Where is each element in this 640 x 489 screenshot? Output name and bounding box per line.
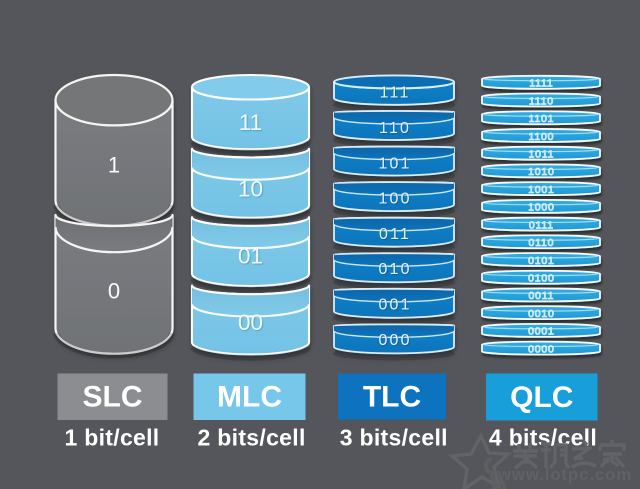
svg-text:0110: 0110 (529, 237, 555, 249)
svg-text:0100: 0100 (528, 273, 555, 285)
svg-text:010: 010 (378, 261, 411, 278)
svg-text:0101: 0101 (528, 255, 555, 267)
svg-text:www.lotpc.com: www.lotpc.com (497, 465, 632, 484)
svg-text:11: 11 (239, 110, 262, 135)
svg-text:111: 111 (380, 85, 411, 102)
svg-text:QLC: QLC (510, 381, 573, 414)
svg-text:4 bits/cell: 4 bits/cell (489, 425, 597, 451)
svg-text:0011: 0011 (529, 290, 555, 302)
svg-text:011: 011 (379, 226, 411, 243)
svg-text:0: 0 (108, 279, 120, 304)
svg-text:2 bits/cell: 2 bits/cell (198, 425, 306, 451)
svg-text:MLC: MLC (217, 381, 282, 414)
svg-text:0010: 0010 (528, 308, 555, 320)
svg-text:10: 10 (238, 177, 263, 202)
svg-text:1110: 1110 (529, 95, 554, 107)
svg-text:1100: 1100 (529, 131, 555, 143)
svg-text:00: 00 (238, 310, 263, 335)
svg-text:001: 001 (378, 297, 411, 314)
svg-text:101: 101 (378, 155, 411, 172)
svg-text:100: 100 (378, 191, 411, 208)
svg-text:1 bit/cell: 1 bit/cell (64, 425, 159, 451)
svg-text:1010: 1010 (528, 166, 555, 178)
svg-text:1011: 1011 (529, 149, 555, 161)
svg-text:SLC: SLC (83, 381, 143, 414)
svg-text:3 bits/cell: 3 bits/cell (340, 425, 448, 451)
svg-text:1001: 1001 (528, 184, 555, 196)
svg-text:1000: 1000 (528, 202, 555, 214)
svg-text:1: 1 (108, 153, 120, 178)
svg-text:01: 01 (238, 243, 263, 268)
svg-text:000: 000 (378, 332, 411, 349)
svg-text:0001: 0001 (528, 326, 555, 338)
svg-text:1101: 1101 (529, 113, 555, 125)
svg-text:TLC: TLC (363, 381, 421, 414)
svg-text:0000: 0000 (528, 343, 555, 355)
svg-text:0111: 0111 (529, 219, 554, 231)
svg-text:110: 110 (379, 120, 411, 137)
svg-text:1111: 1111 (529, 78, 553, 90)
